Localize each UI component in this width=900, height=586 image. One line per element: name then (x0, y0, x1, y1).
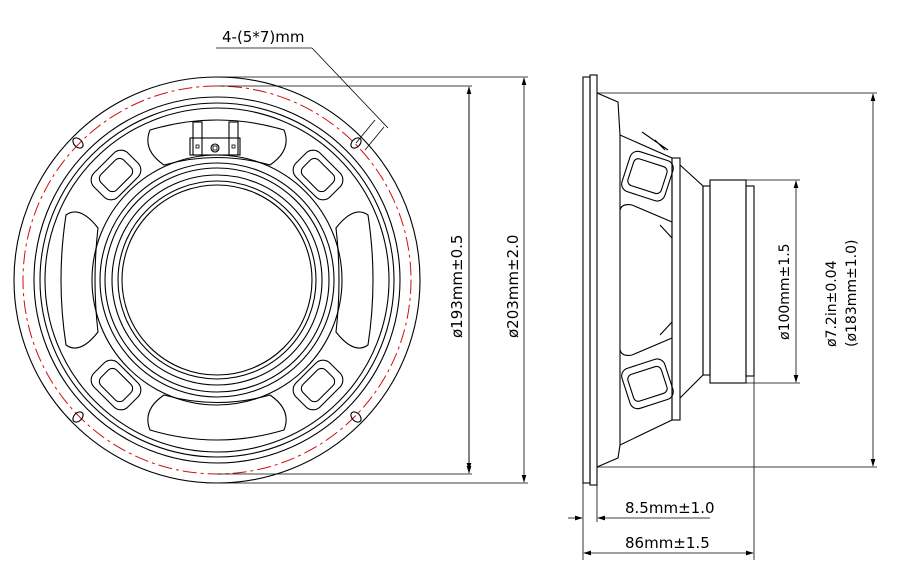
mounting-holes (72, 137, 362, 423)
flange (589, 74, 598, 486)
cone-ring (121, 184, 313, 376)
dim-flange-thickness: 8.5mm±1.0 (625, 499, 715, 517)
side-view: ø100mm±1.5 ø7.2in±0.04 (ø183mm±1.0) 8.5m… (568, 74, 877, 560)
spoke-ring (91, 154, 343, 406)
front-view: 4-(5*7)mm ø193mm±0.5 ø203mm±2.0 (13, 28, 528, 484)
back-plate (745, 185, 755, 377)
dim-bolt-circle: ø193mm±0.5 (448, 235, 466, 338)
dim-cutout-mm: (ø183mm±1.0) (844, 240, 860, 347)
hole-label: 4-(5*7)mm (222, 28, 304, 46)
frame-ring (44, 107, 390, 453)
frame-ring (33, 96, 401, 464)
gasket (582, 76, 591, 484)
surround-ring (111, 174, 323, 386)
dim-cutout-inches: ø7.2in±0.04 (824, 260, 840, 347)
basket (596, 92, 673, 468)
dim-outer-diameter: ø203mm±2.0 (504, 235, 522, 338)
terminal (189, 121, 241, 156)
dim-total-depth: 86mm±1.5 (625, 534, 710, 552)
frame-ring (39, 102, 395, 458)
cone-ring (117, 180, 317, 380)
surround-ring (104, 167, 330, 393)
basket-windows (60, 119, 374, 441)
magnet (709, 179, 747, 384)
surround-ring (99, 162, 335, 398)
dim-magnet-diameter: ø100mm±1.5 (777, 243, 793, 340)
